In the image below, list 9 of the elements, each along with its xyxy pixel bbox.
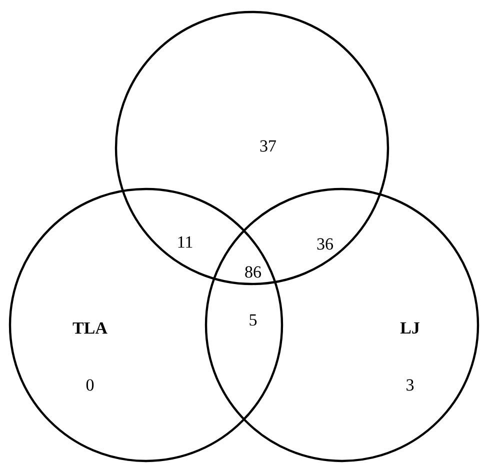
- count-label: 5: [250, 314, 257, 326]
- count-label: 36: [317, 238, 333, 250]
- count-label: 86: [245, 266, 261, 278]
- set-label: TLA: [72, 322, 108, 334]
- set-label: LJ: [400, 322, 420, 334]
- count-label: 0: [86, 379, 94, 391]
- count-label: 3: [406, 379, 414, 391]
- count-label: 11: [178, 236, 192, 248]
- count-label: 37: [260, 140, 276, 152]
